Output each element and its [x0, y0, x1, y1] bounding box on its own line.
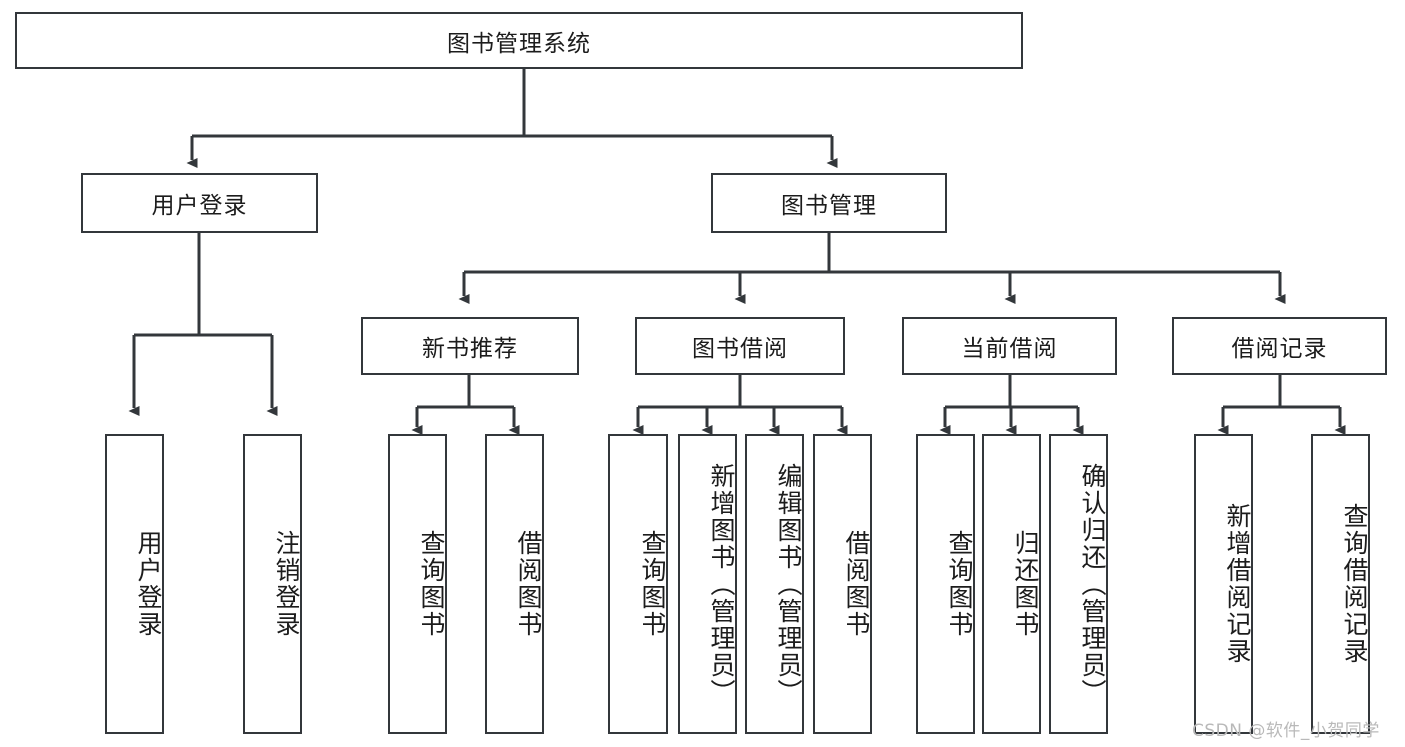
node-current-borrow[interactable]: 当前借阅 [902, 317, 1117, 375]
leaf-book-borrow-borrow-book[interactable]: 借阅图书 [813, 434, 872, 734]
leaf-current-borrow-confirm-return-admin[interactable]: 确认归还（管理员） [1049, 434, 1108, 734]
node-label: 查询图书 [638, 530, 667, 638]
node-label: 确认归还（管理员） [1078, 462, 1107, 706]
node-root-book-management-system[interactable]: 图书管理系统 [15, 12, 1023, 69]
node-label: 图书管理 [781, 193, 877, 219]
node-label: 新书推荐 [422, 336, 518, 362]
node-label: 当前借阅 [961, 336, 1058, 362]
node-new-book-recommend[interactable]: 新书推荐 [361, 317, 579, 375]
node-label: 借阅记录 [1231, 336, 1328, 362]
leaf-current-borrow-return-book[interactable]: 归还图书 [982, 434, 1041, 734]
leaf-book-borrow-edit-book-admin[interactable]: 编辑图书（管理员） [745, 434, 804, 734]
node-label: 归还图书 [1011, 530, 1040, 638]
node-label: 借阅图书 [514, 530, 543, 638]
node-label: 查询图书 [945, 530, 974, 638]
node-label: 新增借阅记录 [1223, 503, 1252, 665]
watermark-text: CSDN @软件_小贺同学 [1192, 721, 1380, 741]
node-label: 借阅图书 [842, 530, 871, 638]
node-book-borrow[interactable]: 图书借阅 [635, 317, 845, 375]
node-book-management[interactable]: 图书管理 [711, 173, 947, 233]
node-label: 查询图书 [417, 530, 446, 638]
leaf-book-borrow-add-book-admin[interactable]: 新增图书（管理员） [678, 434, 737, 734]
node-user-login[interactable]: 用户登录 [81, 173, 318, 233]
leaf-borrow-record-add-record[interactable]: 新增借阅记录 [1194, 434, 1253, 734]
node-label: 编辑图书（管理员） [774, 462, 803, 706]
leaf-book-borrow-query-book[interactable]: 查询图书 [608, 434, 668, 734]
leaf-user-login-logout[interactable]: 注销登录 [243, 434, 302, 734]
node-label: 新增图书（管理员） [707, 462, 736, 706]
node-label: 图书管理系统 [447, 30, 591, 57]
leaf-current-borrow-query-book[interactable]: 查询图书 [916, 434, 975, 734]
node-label: 用户登录 [134, 530, 163, 638]
node-label: 图书借阅 [692, 336, 788, 362]
leaf-new-book-borrow-book[interactable]: 借阅图书 [485, 434, 544, 734]
leaf-new-book-query-book[interactable]: 查询图书 [388, 434, 447, 734]
node-label: 用户登录 [151, 193, 248, 219]
node-borrow-record[interactable]: 借阅记录 [1172, 317, 1387, 375]
leaf-borrow-record-query-record[interactable]: 查询借阅记录 [1311, 434, 1370, 734]
node-label: 注销登录 [272, 530, 301, 638]
leaf-user-login-login[interactable]: 用户登录 [105, 434, 164, 734]
node-label: 查询借阅记录 [1340, 503, 1369, 665]
